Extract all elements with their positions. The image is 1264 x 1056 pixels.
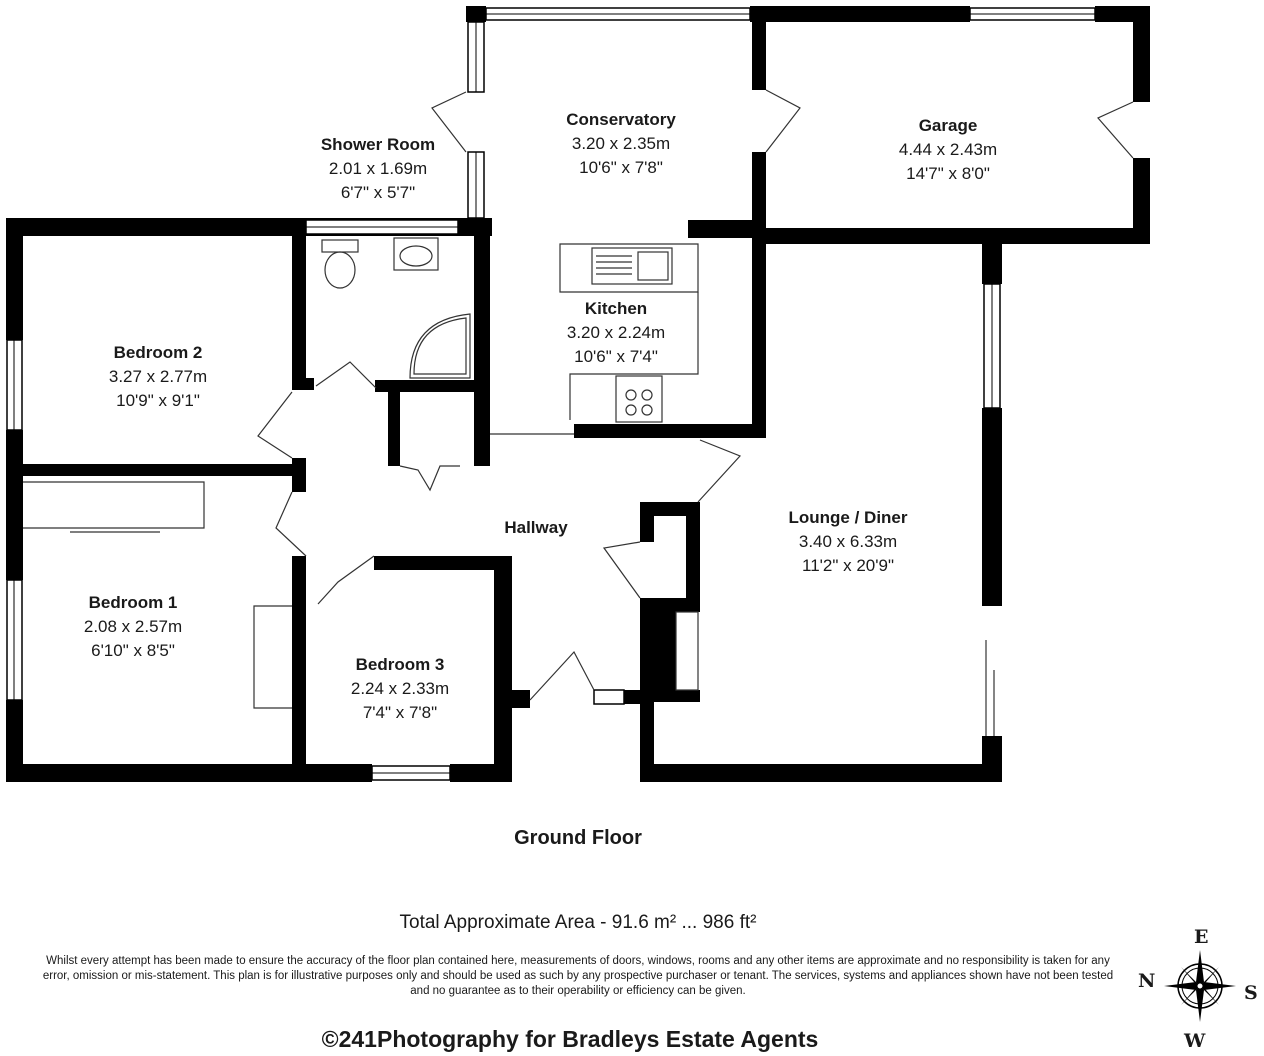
- room-label-garage: Garage 4.44 x 2.43m 14'7" x 8'0": [868, 114, 1028, 186]
- room-imperial: 11'2" x 20'9": [802, 556, 894, 575]
- room-metric: 2.08 x 2.57m: [83, 617, 183, 636]
- fixtures: [23, 237, 699, 709]
- room-metric: 3.20 x 2.35m: [571, 134, 671, 153]
- room-label-hallway: Hallway: [456, 516, 616, 540]
- compass-west: W: [1184, 1030, 1206, 1052]
- room-imperial: 6'10" x 8'5": [91, 641, 175, 660]
- room-imperial: 10'9" x 9'1": [116, 391, 200, 410]
- room-label-bedroom-2: Bedroom 2 3.27 x 2.77m 10'9" x 9'1": [78, 341, 238, 413]
- room-imperial: 14'7" x 8'0": [906, 164, 990, 183]
- disclaimer: Whilst every attempt has been made to en…: [42, 955, 1114, 997]
- room-name: Bedroom 1: [88, 593, 178, 612]
- compass: E N S W: [1134, 926, 1260, 1052]
- room-name: Kitchen: [584, 299, 648, 318]
- compass-north: N: [1138, 970, 1156, 992]
- room-label-lounge-diner: Lounge / Diner 3.40 x 6.33m 11'2" x 20'9…: [768, 506, 928, 578]
- room-metric: 3.40 x 6.33m: [798, 532, 898, 551]
- room-label-conservatory: Conservatory 3.20 x 2.35m 10'6" x 7'8": [541, 108, 701, 180]
- room-name: Conservatory: [566, 110, 676, 129]
- compass-south: S: [1244, 982, 1258, 1004]
- room-label-bedroom-3: Bedroom 3 2.24 x 2.33m 7'4" x 7'8": [320, 653, 480, 725]
- door-swings: [257, 89, 1134, 736]
- room-metric: 2.01 x 1.69m: [328, 159, 428, 178]
- room-metric: 2.24 x 2.33m: [350, 679, 450, 698]
- room-label-bedroom-1: Bedroom 1 2.08 x 2.57m 6'10" x 8'5": [53, 591, 213, 663]
- total-area: Total Approximate Area - 91.6 m² ... 986…: [399, 912, 757, 933]
- copyright: ©241Photography for Bradleys Estate Agen…: [321, 1026, 819, 1052]
- floor-label: Ground Floor: [514, 827, 642, 849]
- room-metric: 3.27 x 2.77m: [108, 367, 208, 386]
- walls: [6, 6, 1150, 782]
- room-label-kitchen: Kitchen 3.20 x 2.24m 10'6" x 7'4": [536, 297, 696, 369]
- compass-rose-icon: [1164, 950, 1236, 1022]
- windows: [6, 7, 1096, 781]
- room-imperial: 10'6" x 7'8": [579, 158, 663, 177]
- room-imperial: 6'7" x 5'7": [340, 183, 416, 202]
- room-name: Garage: [918, 116, 978, 135]
- compass-east: E: [1194, 926, 1209, 948]
- room-name: Lounge / Diner: [788, 508, 908, 527]
- room-name: Bedroom 2: [113, 343, 203, 362]
- room-metric: 3.20 x 2.24m: [566, 323, 666, 342]
- room-name: Shower Room: [320, 135, 436, 154]
- room-imperial: 10'6" x 7'4": [574, 347, 658, 366]
- room-name: Hallway: [504, 518, 568, 537]
- room-imperial: 7'4" x 7'8": [362, 703, 438, 722]
- room-name: Bedroom 3: [355, 655, 445, 674]
- room-metric: 4.44 x 2.43m: [898, 140, 998, 159]
- room-label-shower-room: Shower Room 2.01 x 1.69m 6'7" x 5'7": [298, 133, 458, 205]
